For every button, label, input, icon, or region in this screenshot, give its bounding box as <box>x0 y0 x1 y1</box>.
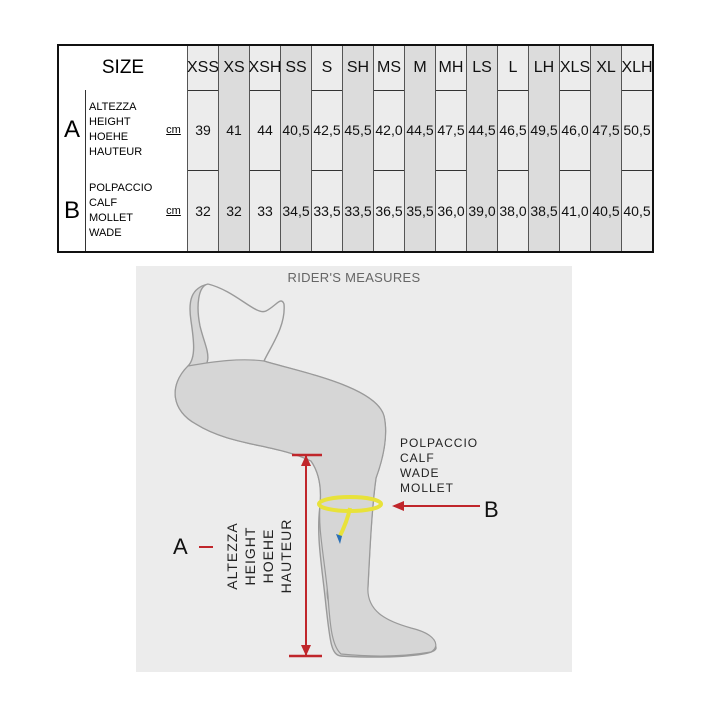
size-header-xs: XS <box>218 46 249 90</box>
leg-fill <box>174 359 437 657</box>
size-header-ls: LS <box>466 46 497 90</box>
height-value-lh: 49,5 <box>528 90 559 170</box>
calf-value-xls: 41,0 <box>559 170 590 251</box>
height-value-xss: 39 <box>187 90 218 170</box>
height-label-hoehe: HOEHE <box>260 528 276 584</box>
calf-value-l: 38,0 <box>497 170 528 251</box>
height-value-xl: 47,5 <box>590 90 621 170</box>
size-header-m: M <box>404 46 435 90</box>
diagram-title: RIDER'S MEASURES <box>287 270 421 285</box>
height-value-m: 44,5 <box>404 90 435 170</box>
calf-value-m: 35,5 <box>404 170 435 251</box>
unit-label-a: cm <box>160 90 187 170</box>
label-calf: CALF <box>89 196 118 209</box>
height-arrow-top-head <box>301 455 311 466</box>
label-polpaccio: POLPACCIO <box>89 181 153 194</box>
label-altezza: ALTEZZA <box>89 101 137 113</box>
calf-label-polpaccio: POLPACCIO <box>400 436 479 450</box>
calf-value-xlh: 40,5 <box>621 170 652 251</box>
calf-labels: POLPACCIO CALF WADE MOLLET <box>400 436 478 496</box>
size-header-xl: XL <box>590 46 621 90</box>
height-label-height: HEIGHT <box>242 526 258 586</box>
calf-value-xl: 40,5 <box>590 170 621 251</box>
leg-illustration <box>174 283 480 658</box>
diagram-label-a: A <box>173 534 188 559</box>
row-a-labels: ALTEZZA HEIGHT HOEHE HAUTEUR <box>86 90 164 170</box>
height-arrow-bottom-head <box>301 645 311 656</box>
size-header-xls: XLS <box>559 46 590 90</box>
size-label: SIZE <box>59 46 187 90</box>
calf-label-wade: WADE <box>400 466 440 480</box>
row-letter-a: A <box>59 90 86 170</box>
size-header-ms: MS <box>373 46 404 90</box>
size-header-l: L <box>497 46 528 90</box>
calf-value-sh: 33,5 <box>342 170 373 251</box>
height-value-ss: 40,5 <box>280 90 311 170</box>
height-label-altezza: ALTEZZA <box>224 522 240 590</box>
calf-value-xsh: 33 <box>249 170 280 251</box>
calf-value-ss: 34,5 <box>280 170 311 251</box>
label-hauteur: HAUTEUR <box>89 146 143 158</box>
row-b-labels: POLPACCIO CALF MOLLET WADE <box>86 170 164 251</box>
calf-value-ls: 39,0 <box>466 170 497 251</box>
calf-value-lh: 38,5 <box>528 170 559 251</box>
size-header-s: S <box>311 46 342 90</box>
height-value-sh: 45,5 <box>342 90 373 170</box>
diagram-label-b: B <box>484 497 499 522</box>
label-height: HEIGHT <box>89 116 131 128</box>
calf-value-s: 33,5 <box>311 170 342 251</box>
calf-arrow-head <box>392 501 404 511</box>
height-value-ls: 44,5 <box>466 90 497 170</box>
height-value-xs: 41 <box>218 90 249 170</box>
size-header-lh: LH <box>528 46 559 90</box>
calf-value-mh: 36,0 <box>435 170 466 251</box>
unit-label-b: cm <box>160 170 187 251</box>
tape-end-icon <box>336 534 342 544</box>
size-header-xsh: XSH <box>249 46 281 90</box>
height-value-ms: 42,0 <box>373 90 404 170</box>
label-mollet: MOLLET <box>89 211 134 224</box>
calf-label-mollet: MOLLET <box>400 481 455 495</box>
calf-value-xss: 32 <box>187 170 218 251</box>
size-header-xss: XSS <box>187 46 219 90</box>
row-letter-b: B <box>59 170 86 251</box>
size-header-mh: MH <box>435 46 466 90</box>
height-value-xlh: 50,5 <box>621 90 652 170</box>
height-value-xsh: 44 <box>249 90 280 170</box>
height-label-hauteur: HAUTEUR <box>278 518 294 594</box>
height-value-mh: 47,5 <box>435 90 466 170</box>
size-header-sh: SH <box>342 46 373 90</box>
height-value-s: 42,5 <box>311 90 342 170</box>
height-labels: ALTEZZA HEIGHT HOEHE HAUTEUR <box>209 511 309 601</box>
size-header-ss: SS <box>280 46 311 90</box>
height-value-xls: 46,0 <box>559 90 590 170</box>
height-value-l: 46,5 <box>497 90 528 170</box>
calf-label-calf: CALF <box>400 451 435 465</box>
calf-value-ms: 36,5 <box>373 170 404 251</box>
size-header-xlh: XLH <box>621 46 653 90</box>
calf-value-xs: 32 <box>218 170 249 251</box>
label-wade: WADE <box>89 226 122 239</box>
riders-measures-diagram: RIDER'S MEASURES POLPACCIO CALF WADE MOL… <box>136 266 572 672</box>
label-hoehe: HOEHE <box>89 131 129 143</box>
